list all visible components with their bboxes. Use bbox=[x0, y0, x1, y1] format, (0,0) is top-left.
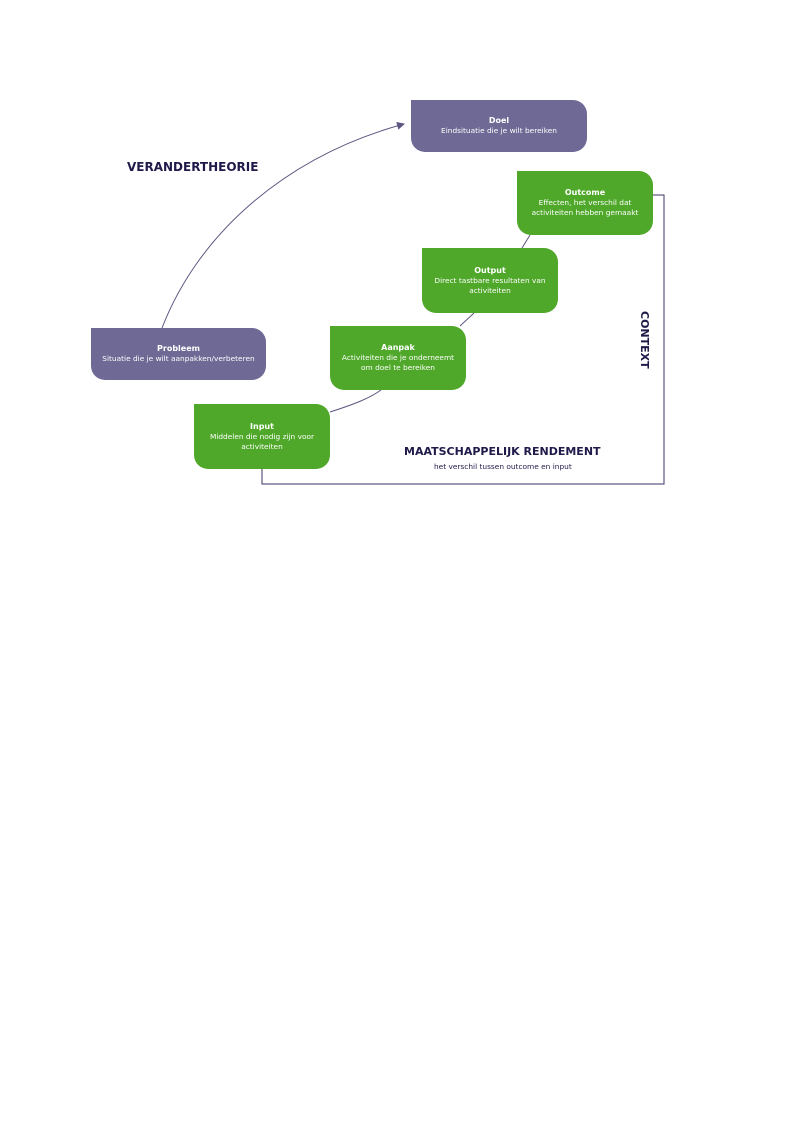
rendement-title: MAATSCHAPPELIJK RENDEMENT bbox=[404, 445, 601, 458]
aanpak-box: Aanpak Activiteiten die je onderneemt om… bbox=[330, 326, 466, 390]
doel-desc: Eindsituatie die je wilt bereiken bbox=[441, 126, 557, 135]
rendement-subtitle: het verschil tussen outcome en input bbox=[434, 462, 572, 471]
doel-title: Doel bbox=[488, 116, 510, 125]
input-box: Input Middelen die nodig zijn voor activ… bbox=[194, 404, 330, 469]
connector-input-aanpak bbox=[329, 389, 382, 413]
outcome-box: Outcome Effecten, het verschil dat activ… bbox=[517, 171, 653, 235]
context-bracket bbox=[261, 194, 665, 485]
connector-output-outcome bbox=[521, 234, 531, 249]
output-desc: Direct tastbare resultaten van activitei… bbox=[434, 275, 546, 295]
doel-box: Doel Eindsituatie die je wilt bereiken bbox=[411, 100, 587, 152]
input-desc: Middelen die nodig zijn voor activiteite… bbox=[209, 431, 315, 451]
output-title: Output bbox=[474, 265, 506, 275]
context-label: CONTEXT bbox=[638, 311, 651, 369]
aanpak-title: Aanpak bbox=[381, 343, 415, 352]
aanpak-desc: Activiteiten die je onderneemt om doel t… bbox=[341, 353, 455, 372]
outcome-title: Outcome bbox=[564, 188, 606, 197]
probleem-title: Probleem bbox=[157, 344, 200, 353]
theory-arrow bbox=[161, 121, 405, 329]
outcome-desc: Effecten, het verschil dat activiteiten … bbox=[531, 198, 639, 217]
input-title: Input bbox=[250, 421, 274, 431]
probleem-box: Probleem Situatie die je wilt aanpakken/… bbox=[91, 328, 266, 380]
probleem-desc: Situatie die je wilt aanpakken/verbetere… bbox=[102, 354, 255, 363]
connector-aanpak-output bbox=[459, 312, 475, 327]
diagram-title: VERANDERTHEORIE bbox=[127, 160, 259, 174]
output-box: Output Direct tastbare resultaten van ac… bbox=[422, 248, 558, 313]
